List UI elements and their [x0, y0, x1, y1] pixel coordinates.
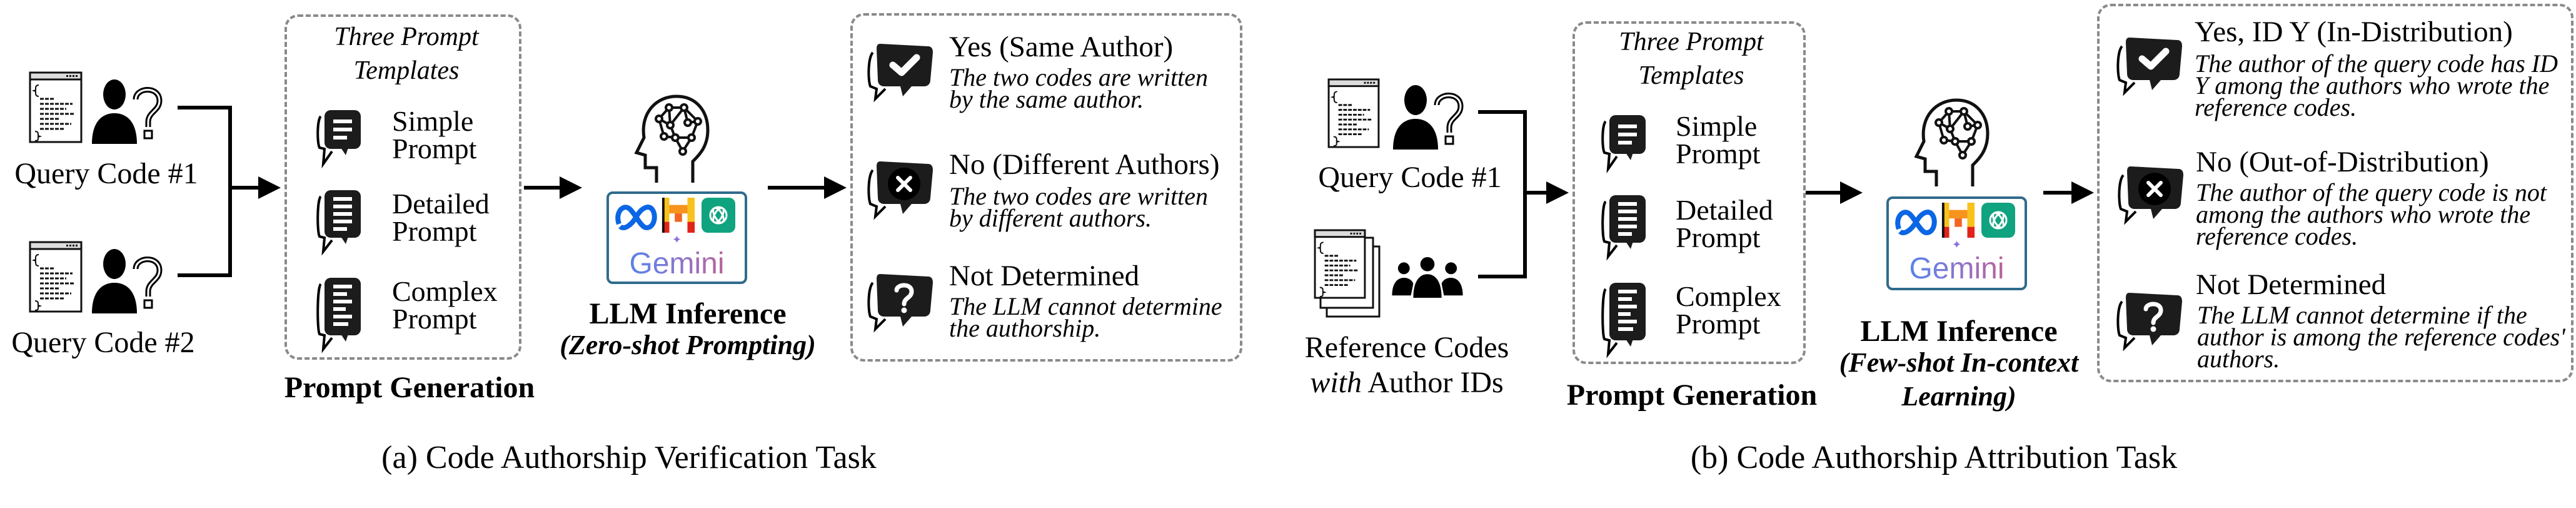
with-word: with	[1310, 366, 1362, 399]
gemini-sparkle-icon: ✦	[672, 233, 682, 246]
simple-prompt-label: Simple Prompt	[1676, 110, 1761, 170]
llm-inference-title: LLM Inference	[1860, 315, 2058, 348]
ai-brain-head-icon	[631, 94, 710, 185]
templates-title-line1: Three Prompt	[334, 23, 479, 51]
prompt-templates-box	[1572, 21, 1806, 364]
ai-brain-head-icon	[1911, 98, 1990, 188]
gemini-sparkle-icon: ✦	[1951, 238, 1962, 251]
question-bubble-icon	[865, 267, 934, 335]
simple-prompt-icon	[1601, 113, 1648, 174]
gemini-logo-text: Gemini	[1889, 254, 2025, 284]
llm-inference-subtitle-line1: (Few-shot In-context	[1839, 347, 2079, 378]
gemini-logo-text: Gemini	[609, 249, 745, 279]
llm-logos-box: ✦ Gemini	[1886, 196, 2027, 290]
templates-title-line2: Templates	[353, 56, 460, 85]
output-title: Not Determined	[2196, 268, 2387, 301]
x-bubble-icon	[2116, 159, 2185, 228]
caption-a: (a) Code Authorship Verification Task	[381, 440, 877, 475]
author-ids-word: Author IDs	[1362, 366, 1504, 399]
output-title: Not Determined	[949, 260, 1140, 292]
output-description: The two codes are written by the same au…	[949, 63, 1209, 113]
query-code-1-label: Query Code #1	[1318, 161, 1502, 194]
unknown-author-icon	[1392, 84, 1467, 150]
output-title: Yes (Same Author)	[949, 31, 1174, 63]
unknown-author-icon	[91, 78, 166, 144]
output-description: The LLM cannot determine if the author i…	[2197, 301, 2565, 373]
complex-prompt-icon	[316, 275, 363, 353]
bracket-connector-b	[1478, 110, 1527, 278]
complex-prompt-icon	[1601, 280, 1648, 358]
llm-inference-title: LLM Inference	[589, 297, 787, 330]
openai-logo-icon	[702, 198, 735, 233]
output-title: Yes, ID Y (In-Distribution)	[2195, 16, 2513, 48]
prompt-generation-label: Prompt Generation	[284, 371, 535, 404]
mistral-logo-icon	[1941, 203, 1975, 238]
detailed-prompt-label: Detailed Prompt	[1676, 194, 1773, 253]
query-code-1-label: Query Code #1	[14, 157, 198, 190]
code-file-icon	[29, 71, 83, 143]
prompt-generation-label: Prompt Generation	[1566, 378, 1818, 412]
meta-logo-icon	[1895, 206, 1938, 238]
llm-logos-box: ✦ Gemini	[606, 191, 747, 284]
openai-logo-icon	[1981, 203, 2015, 238]
detailed-prompt-icon	[1601, 193, 1648, 261]
author-ids-label: with Author IDs	[1310, 368, 1503, 398]
reference-codes-label: Reference Codes	[1304, 331, 1509, 364]
check-bubble-icon	[2115, 30, 2183, 99]
prompt-templates-box	[284, 14, 521, 360]
reference-code-files-icon	[1312, 228, 1382, 318]
output-description: The author of the query code is not amon…	[2196, 178, 2547, 250]
x-bubble-icon	[865, 154, 934, 223]
complex-prompt-label: Complex Prompt	[392, 275, 498, 335]
question-bubble-icon	[2115, 285, 2183, 354]
output-description: The LLM cannot determine the authorship.	[949, 292, 1222, 342]
meta-logo-icon	[615, 201, 658, 233]
templates-title-line2: Templates	[1638, 61, 1744, 90]
mistral-logo-icon	[662, 198, 695, 233]
caption-b: (b) Code Authorship Attribution Task	[1690, 440, 2178, 475]
query-code-2-label: Query Code #2	[11, 326, 195, 359]
output-title: No (Different Authors)	[949, 148, 1220, 181]
authors-group-icon	[1392, 257, 1463, 298]
templates-title-line1: Three Prompt	[1619, 28, 1764, 56]
outputs-box	[2097, 4, 2573, 382]
simple-prompt-icon	[316, 108, 363, 169]
check-bubble-icon	[865, 36, 934, 105]
llm-inference-subtitle-line2: Learning)	[1901, 381, 2016, 412]
detailed-prompt-icon	[316, 188, 363, 256]
outputs-box	[850, 13, 1242, 362]
code-file-icon	[29, 241, 83, 313]
unknown-author-icon	[91, 248, 166, 313]
output-description: The author of the query code has ID Y am…	[2195, 49, 2558, 121]
detailed-prompt-label: Detailed Prompt	[392, 188, 490, 247]
simple-prompt-label: Simple Prompt	[392, 105, 477, 165]
code-file-icon	[1327, 78, 1381, 148]
output-title: No (Out-of-Distribution)	[2196, 146, 2489, 178]
bracket-connector-a	[178, 106, 232, 277]
llm-inference-subtitle: (Zero-shot Prompting)	[560, 330, 816, 360]
complex-prompt-label: Complex Prompt	[1676, 280, 1781, 340]
output-description: The two codes are written by different a…	[949, 182, 1209, 232]
